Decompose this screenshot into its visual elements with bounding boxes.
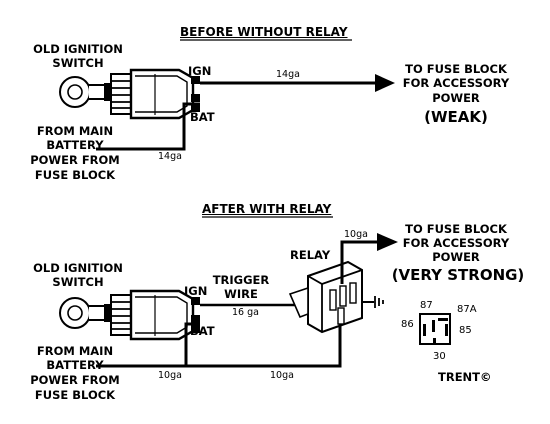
after-title: AFTER WITH RELAY <box>202 202 332 216</box>
after-switch-label-line1: OLD IGNITION <box>33 261 123 275</box>
after-switch-label-line2: SWITCH <box>52 275 104 289</box>
before-output-arrow-icon <box>375 74 395 92</box>
trigger-label-line1: TRIGGER <box>212 273 270 287</box>
before-bat-gauge: 14ga <box>158 151 182 162</box>
after-bat-wire <box>96 322 200 368</box>
trigger-label-line2: WIRE <box>224 287 258 301</box>
before-to-line2: FOR ACCESSORY <box>402 76 510 90</box>
before-bat-label: BAT <box>190 110 215 124</box>
relay-battery-wire <box>186 324 342 368</box>
relay-output-gauge: 10ga <box>344 229 368 240</box>
pin-86-label: 86 <box>401 319 414 330</box>
relay-output-wire <box>340 240 380 284</box>
before-ign-label: IGN <box>188 64 212 78</box>
after-to-line2: FOR ACCESSORY <box>402 236 510 250</box>
before-from-line4: FUSE BLOCK <box>34 168 116 182</box>
relay-icon <box>288 260 374 334</box>
after-bat-label: BAT <box>190 324 215 338</box>
pin-87-label: 87 <box>420 300 433 311</box>
before-from-line2: BATTERY <box>46 138 104 152</box>
before-bat-wire <box>96 102 200 151</box>
after-bat-gauge-bottom: 10ga <box>270 370 294 381</box>
before-strength: (WEAK) <box>424 108 488 126</box>
trigger-gauge: 16 ga <box>232 307 259 318</box>
after-output-arrow-icon <box>377 233 398 251</box>
after-from-line2: BATTERY <box>46 358 104 372</box>
pin-87a-label: 87A <box>457 304 477 315</box>
pin-30-label: 30 <box>433 351 446 362</box>
before-section <box>58 39 395 151</box>
before-ign-gauge: 14ga <box>276 69 300 80</box>
relay-label: RELAY <box>290 248 331 262</box>
after-to-line3: POWER <box>432 250 480 264</box>
ground-icon <box>374 296 384 308</box>
after-ignition-switch-icon <box>58 289 202 341</box>
after-to-line1: TO FUSE BLOCK <box>405 222 507 236</box>
before-title: BEFORE WITHOUT RELAY <box>180 25 348 39</box>
before-ignition-switch-icon <box>58 68 202 120</box>
after-from-line3: POWER FROM <box>30 373 120 387</box>
after-bat-gauge-left: 10ga <box>158 370 182 381</box>
before-from-line1: FROM MAIN <box>36 124 114 138</box>
after-from-line1: FROM MAIN <box>36 344 114 358</box>
pin-85-label: 85 <box>459 325 472 336</box>
after-ign-label: IGN <box>184 284 208 298</box>
after-from-line4: FUSE BLOCK <box>34 388 116 402</box>
relay-pinout-icon <box>419 313 451 345</box>
credit-label: TRENT© <box>438 370 492 384</box>
after-strength: (VERY STRONG) <box>391 266 525 284</box>
before-switch-label-line2: SWITCH <box>52 56 104 70</box>
before-from-line3: POWER FROM <box>30 153 120 167</box>
after-section <box>58 216 398 368</box>
before-switch-label-line1: OLD IGNITION <box>33 42 123 56</box>
before-to-line3: POWER <box>432 91 480 105</box>
before-to-line1: TO FUSE BLOCK <box>405 62 507 76</box>
